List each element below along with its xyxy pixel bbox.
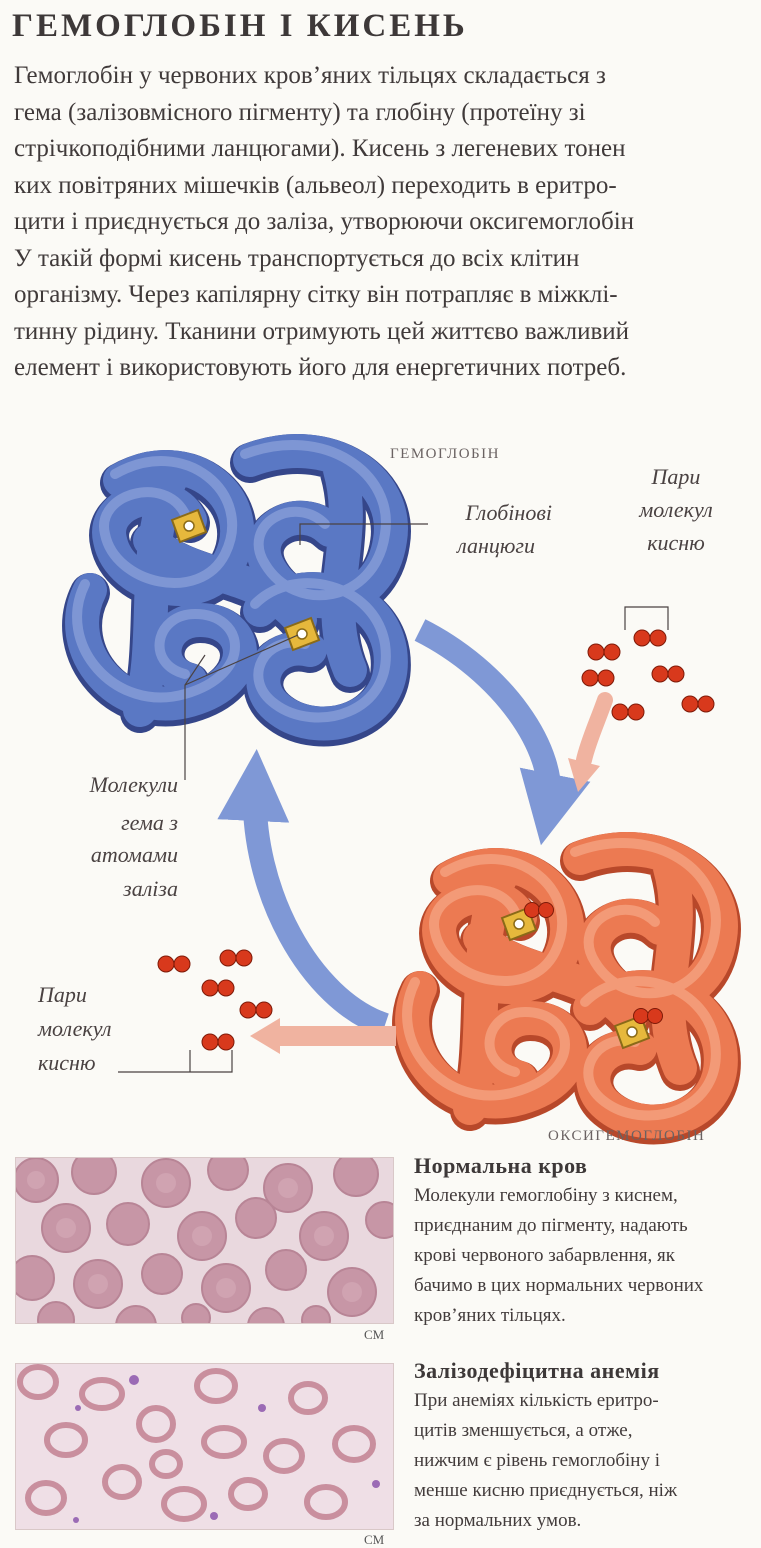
globin-chains-label-line1: Глобінові [464,500,552,525]
intro-line: цити і приєднується до заліза, утворюючи… [14,208,635,235]
intro-line: гема (залізовмісного пігменту) та глобін… [14,98,586,126]
release-arrow [217,749,390,1037]
hemoglobin-molecule [62,434,411,747]
oxygen-pair [239,1001,273,1019]
anemia-text-line: нижчим є рівень гемоглобіну і [414,1450,660,1471]
anemia-text-line: При анеміях кількість еритро- [414,1390,659,1411]
intro-line: ких повітряних мішечків (альвеол) перехо… [14,171,617,199]
oxygen-out-arrow [250,1018,396,1054]
heme-group [170,508,208,544]
oxygen-label-top-line1: Пари [651,464,701,489]
heme-group [283,616,321,652]
intro-line: У такій формі кисень транспортується до … [14,244,580,272]
normal-micrograph-caption: СМ [364,1327,385,1342]
oxygen-pair [633,629,667,647]
anemia-text-line: за нормальних умов. [414,1510,582,1531]
heme-group [613,1008,663,1050]
heme-label-line4: заліза [122,876,178,901]
oxygen-pairs-incoming [581,629,715,721]
normal-blood-heading: Нормальна кров [414,1153,588,1178]
oxygen-pair [201,979,235,997]
heme-label-line1: Молекули [89,772,178,797]
heme-label-line2: гема з [121,810,178,835]
normal-blood-text-line: бачимо в цих нормальних червоних [414,1275,704,1296]
oxygen-label-bottom-line2: молекул [37,1016,111,1041]
intro-line: Гемоглобін у червоних кров’яних тільцях … [14,62,606,89]
oxygen-pair [611,703,645,721]
oxygen-label-top-line2: молекул [638,497,712,522]
normal-blood-text-line: приєднаним до пігменту, надають [414,1215,688,1236]
normal-blood-micrograph [15,1157,394,1324]
oxygen-label-bottom-line3: кисню [38,1050,95,1075]
oxygen-pair [651,665,685,683]
oxygen-label-top-line3: кисню [647,530,704,555]
oxygen-in-arrow [568,692,613,792]
heme-label-line3: атомами [91,842,178,867]
oxyhemoglobin-molecule [392,832,741,1145]
oxygen-pair [581,669,615,687]
oxygen-pair [681,695,715,713]
binding-arrow [414,619,591,846]
normal-blood-text-line: кров’яних тільцях. [414,1305,566,1326]
oxygen-pair [587,643,621,661]
oxygen-pairs-outgoing [157,949,273,1051]
anemia-blood-micrograph [15,1363,394,1530]
anemia-section: Залізодефіцитна анемія При анеміях кільк… [414,1356,761,1536]
intro-line: елемент і використовують його для енерге… [14,354,627,381]
oxygen-pair [201,1033,235,1051]
globin-chains-label-line2: ланцюги [455,533,535,558]
intro-line: тинну рідину. Тканини отримують цей житт… [14,317,630,345]
anemia-heading: Залізодефіцитна анемія [414,1358,660,1383]
anemia-text-line: цитів зменшується, а отже, [414,1420,633,1441]
oxyhemoglobin-label: ОКСИГЕМОГЛОБІН [548,1128,705,1144]
leader-lines [118,523,669,1073]
hemoglobin-label: ГЕМОГЛОБІН [390,446,500,462]
oxygen-pair [219,949,253,967]
heme-group [500,902,554,942]
normal-blood-section: Нормальна кров Молекули гемоглобіну з ки… [414,1151,761,1331]
oxygen-pair [157,955,191,973]
intro-line: організму. Через капілярну сітку він пот… [14,281,618,308]
intro-paragraph: Гемоглобін у червоних кров’яних тільцях … [14,58,761,387]
oxygen-label-bottom-line1: Пари [37,982,87,1007]
page-title: ГЕМОГЛОБІН І КИСЕНЬ [12,8,468,44]
normal-blood-text-line: крові червоного забарвлення, як [414,1245,676,1266]
anemia-micrograph-caption: СМ [364,1532,385,1547]
hemoglobin-oxygen-diagram: ГЕМОГЛОБІН ОКСИГЕМОГЛОБІН Глобінові ланц… [37,434,741,1145]
anemia-text-line: менше кисню приєднується, ніж [414,1480,678,1501]
normal-blood-text-line: Молекули гемоглобіну з киснем, [414,1185,678,1206]
intro-line: стрічкоподібними ланцюгами). Кисень з ле… [14,135,626,162]
